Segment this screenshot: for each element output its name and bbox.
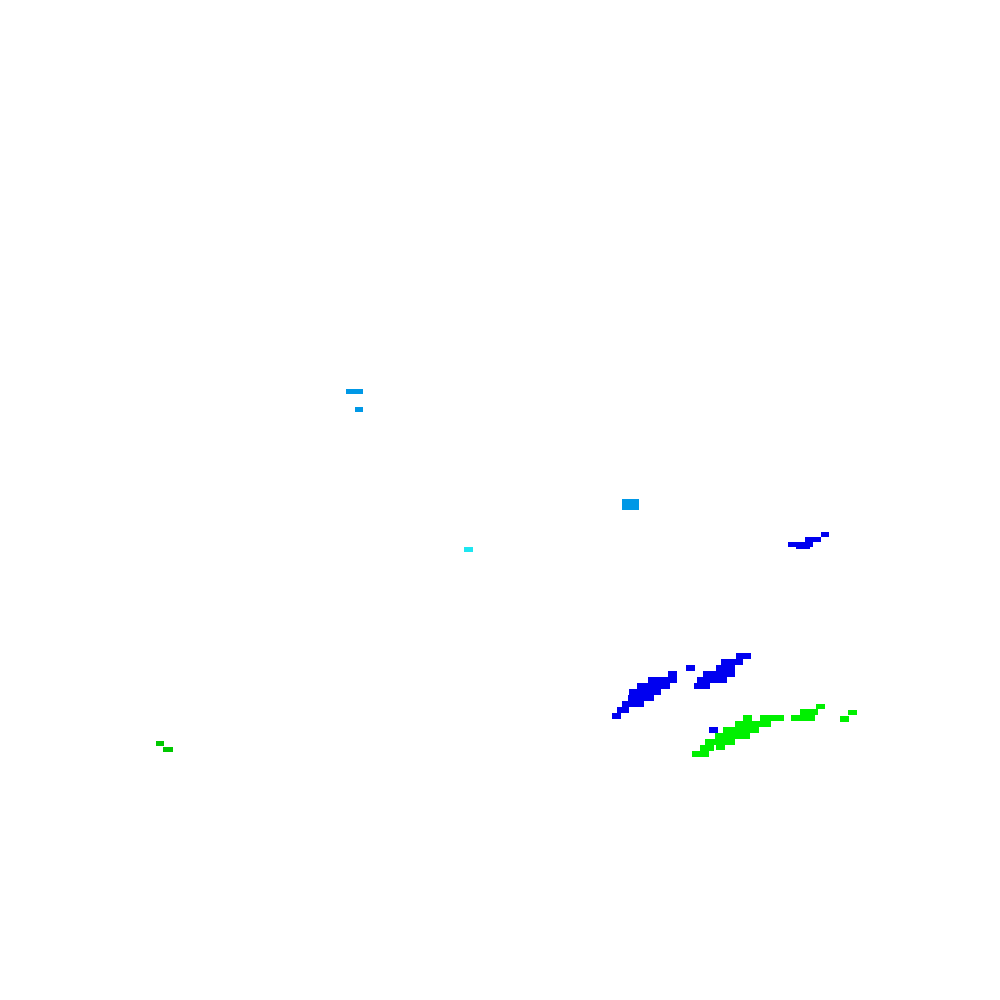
echo-pixel-block: [788, 542, 813, 547]
echo-pixel-block: [705, 739, 735, 745]
echo-pixel-block: [743, 715, 752, 721]
echo-pixel-block: [703, 671, 735, 677]
echo-cluster-southeast-green-band: [692, 704, 857, 757]
echo-cluster-nw-light-blue-speckles: [346, 389, 363, 412]
echo-pixel-block: [668, 671, 677, 677]
echo-pixel-block: [800, 709, 818, 715]
echo-pixel-block: [648, 677, 677, 683]
echo-pixel-block: [816, 704, 825, 709]
echo-pixel-block: [692, 751, 709, 757]
echo-pixel-block: [694, 683, 710, 689]
echo-pixel-block: [355, 407, 363, 412]
echo-pixel-block: [821, 532, 829, 537]
echo-pixel-block: [805, 537, 821, 542]
echo-pixel-block: [736, 653, 751, 659]
echo-cluster-southeast-blue-band-west: [612, 671, 677, 719]
echo-cluster-east-blue-band: [788, 532, 829, 549]
echo-pixel-block: [840, 716, 849, 722]
echo-pixel-block: [716, 745, 725, 750]
echo-cluster-center-cyan-speck: [464, 547, 473, 552]
echo-pixel-block: [617, 707, 629, 713]
echo-pixel-block: [346, 389, 363, 394]
echo-pixel-block: [716, 665, 735, 671]
echo-pixel-block: [791, 715, 815, 721]
echo-pixel-block: [796, 546, 810, 549]
echo-pixel-block: [629, 689, 661, 695]
echo-pixel-block: [700, 745, 714, 751]
echo-pixel-block: [628, 695, 654, 701]
echo-pixel-block: [721, 659, 743, 665]
echo-pixel-block: [612, 713, 621, 719]
echo-pixel-block: [697, 677, 727, 683]
echo-pixel-block: [622, 701, 644, 707]
echo-cluster-southeast-blue-band-east: [686, 653, 751, 733]
echo-pixel-block: [686, 665, 695, 671]
echo-pixel-block: [735, 721, 771, 727]
echo-cluster-center-light-blue-cell: [622, 499, 639, 510]
echo-pixel-block: [163, 747, 173, 752]
echo-pixel-block: [760, 715, 784, 721]
echo-cluster-southwest-green-speckles: [156, 741, 173, 752]
echo-pixel-block: [622, 499, 639, 510]
echo-pixel-block: [637, 683, 670, 689]
echo-pixel-block: [709, 727, 718, 733]
echo-pixel-block: [156, 741, 164, 746]
echo-pixel-block: [464, 547, 473, 552]
echo-pixel-block: [715, 733, 750, 739]
echo-pixel-block: [848, 710, 857, 715]
echo-pixel-block: [723, 727, 759, 733]
